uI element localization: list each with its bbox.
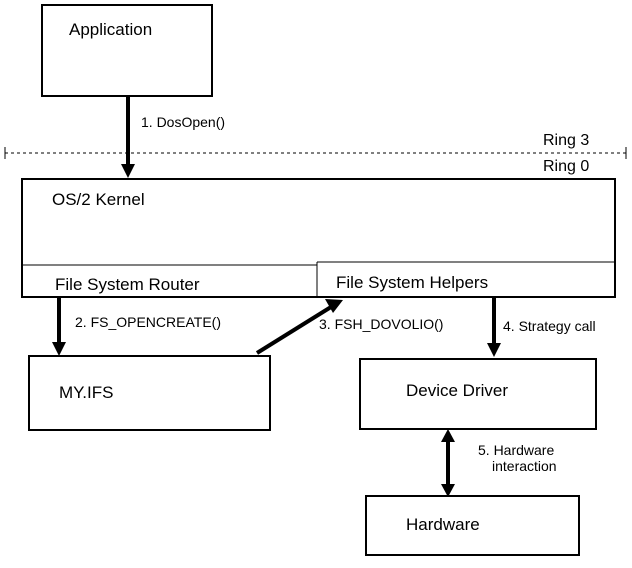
myifs-label: MY.IFS bbox=[59, 383, 113, 402]
strategy-call-label: 4. Strategy call bbox=[503, 318, 596, 334]
strategy-call-arrowhead bbox=[487, 343, 501, 357]
fsh-dovolio-arrowhead bbox=[325, 299, 343, 313]
ring0-label: Ring 0 bbox=[543, 158, 589, 175]
fsh-dovolio-label: 3. FSH_DOVOLIO() bbox=[319, 316, 443, 332]
device-driver-box bbox=[359, 358, 597, 430]
hw-interaction-arrowhead-up bbox=[441, 429, 455, 442]
ring3-label: Ring 3 bbox=[543, 132, 589, 149]
kernel-box bbox=[21, 178, 616, 298]
application-label: Application bbox=[69, 20, 152, 39]
hw-interaction-label-line2: interaction bbox=[492, 458, 557, 474]
hw-interaction-arrowhead-down bbox=[441, 484, 455, 497]
dosopen-label: 1. DosOpen() bbox=[141, 114, 225, 130]
myifs-box bbox=[28, 355, 271, 431]
helpers-label: File System Helpers bbox=[336, 273, 488, 292]
router-label: File System Router bbox=[55, 275, 200, 294]
fsh-dovolio-arrow bbox=[255, 305, 333, 355]
hw-interaction-label-line1: 5. Hardware bbox=[478, 442, 554, 458]
dosopen-arrowhead bbox=[121, 164, 135, 178]
kernel-label: OS/2 Kernel bbox=[52, 190, 145, 209]
fs-opencreate-arrowhead bbox=[52, 342, 66, 356]
fs-opencreate-label: 2. FS_OPENCREATE() bbox=[75, 314, 221, 330]
hardware-box bbox=[365, 495, 580, 556]
device-driver-label: Device Driver bbox=[406, 381, 508, 400]
application-box bbox=[41, 4, 213, 97]
hardware-label: Hardware bbox=[406, 515, 480, 534]
